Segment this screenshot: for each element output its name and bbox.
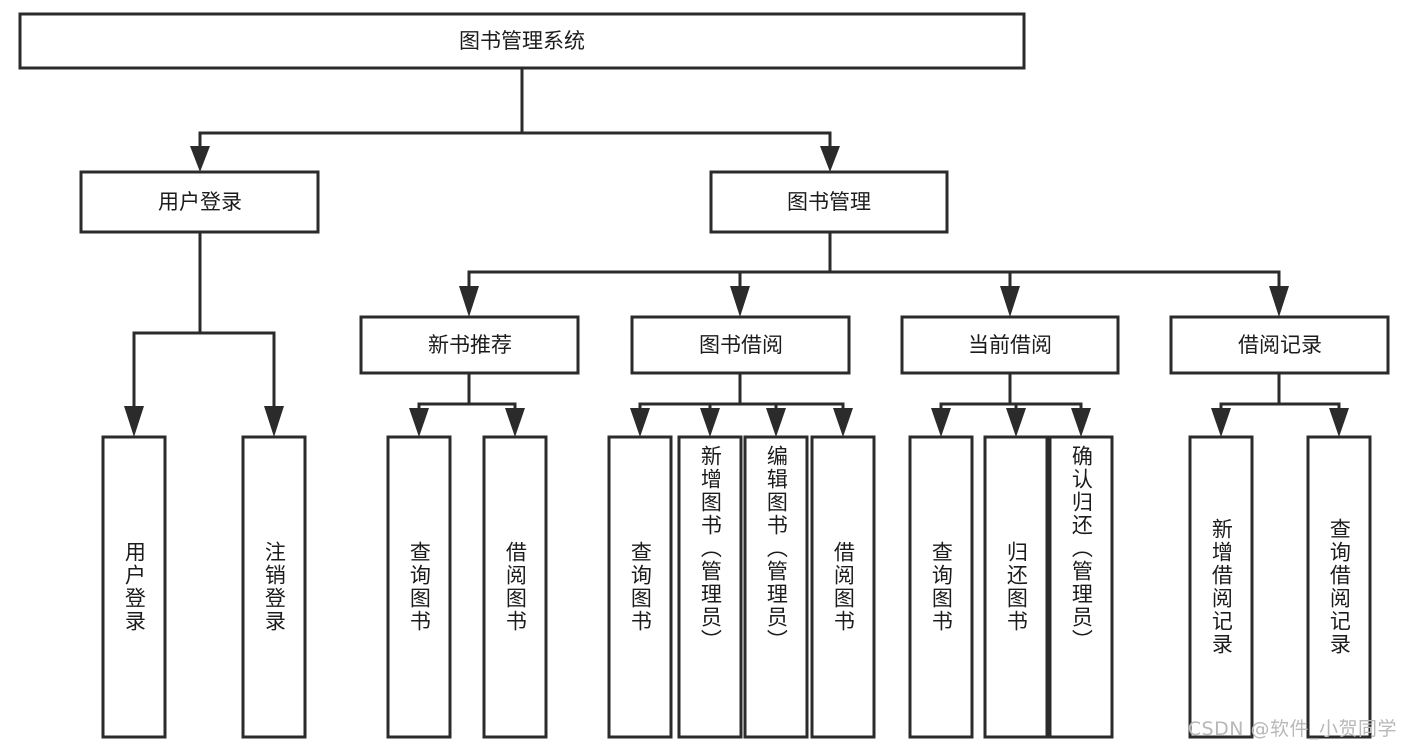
- node-box[interactable]: [1169, 315, 1390, 375]
- leaf-box-user-login[interactable]: [101, 435, 167, 739]
- node-box[interactable]: [630, 315, 851, 375]
- leaf-box-confirm-return[interactable]: [1048, 435, 1114, 739]
- node-box[interactable]: [359, 315, 580, 375]
- leaf-node-boxes[interactable]: [101, 435, 1372, 739]
- arrow-head-icon: [931, 408, 951, 437]
- leaf-box-edit-book[interactable]: [743, 435, 809, 739]
- arrow-head-icon: [124, 406, 144, 437]
- watermark-text: CSDN @软件_小贺同学: [1187, 718, 1397, 740]
- node-user-login[interactable]: 用户登录: [79, 170, 320, 234]
- arrow-head-icon: [730, 286, 750, 317]
- node-box[interactable]: [79, 170, 320, 234]
- node-label: 新书推荐: [428, 333, 512, 357]
- leaf-box-borrow-book-2[interactable]: [810, 435, 876, 739]
- arrow-heads: [124, 146, 1349, 437]
- arrow-head-icon: [1000, 286, 1020, 317]
- node-label: 图书管理系统: [459, 29, 585, 53]
- node-label: 借阅记录: [1238, 333, 1322, 357]
- node-label: 当前借阅: [968, 333, 1052, 357]
- arrow-head-icon: [766, 408, 786, 437]
- arrow-head-icon: [1329, 408, 1349, 437]
- leaf-box-borrow-book-1[interactable]: [482, 435, 548, 739]
- leaf-box-query-book-2[interactable]: [607, 435, 673, 739]
- node-borrow-record[interactable]: 借阅记录: [1169, 315, 1390, 375]
- node-label: 用户登录: [158, 190, 242, 214]
- leaf-box-add-record[interactable]: [1188, 435, 1254, 739]
- node-label: 图书管理: [787, 190, 871, 214]
- arrow-head-icon: [1071, 408, 1091, 437]
- arrow-head-icon: [833, 408, 853, 437]
- node-new-book-recommend[interactable]: 新书推荐: [359, 315, 580, 375]
- node-box[interactable]: [18, 12, 1026, 70]
- arrow-head-icon: [700, 408, 720, 437]
- arrow-head-icon: [409, 408, 429, 437]
- leaf-box-return-book[interactable]: [983, 435, 1049, 739]
- node-book-management-system[interactable]: 图书管理系统: [18, 12, 1026, 70]
- leaf-box-query-book-3[interactable]: [908, 435, 974, 739]
- leaf-box-query-record[interactable]: [1306, 435, 1372, 739]
- arrow-head-icon: [1211, 408, 1231, 437]
- arrow-head-icon: [190, 146, 210, 172]
- arrow-head-icon: [459, 286, 479, 317]
- node-current-borrow[interactable]: 当前借阅: [900, 315, 1120, 375]
- arrow-head-icon: [1006, 408, 1026, 437]
- arrow-head-icon: [505, 408, 525, 437]
- leaf-box-add-book[interactable]: [677, 435, 743, 739]
- arrow-head-icon: [820, 146, 840, 172]
- node-box[interactable]: [900, 315, 1120, 375]
- arrow-head-icon: [1269, 286, 1289, 317]
- node-book-manage[interactable]: 图书管理: [709, 170, 949, 234]
- node-label: 图书借阅: [699, 333, 783, 357]
- node-book-borrow[interactable]: 图书借阅: [630, 315, 851, 375]
- node-box[interactable]: [709, 170, 949, 234]
- leaf-box-logout[interactable]: [241, 435, 307, 739]
- arrow-head-icon: [630, 408, 650, 437]
- leaf-box-query-book-1[interactable]: [386, 435, 452, 739]
- arrow-head-icon: [264, 406, 284, 437]
